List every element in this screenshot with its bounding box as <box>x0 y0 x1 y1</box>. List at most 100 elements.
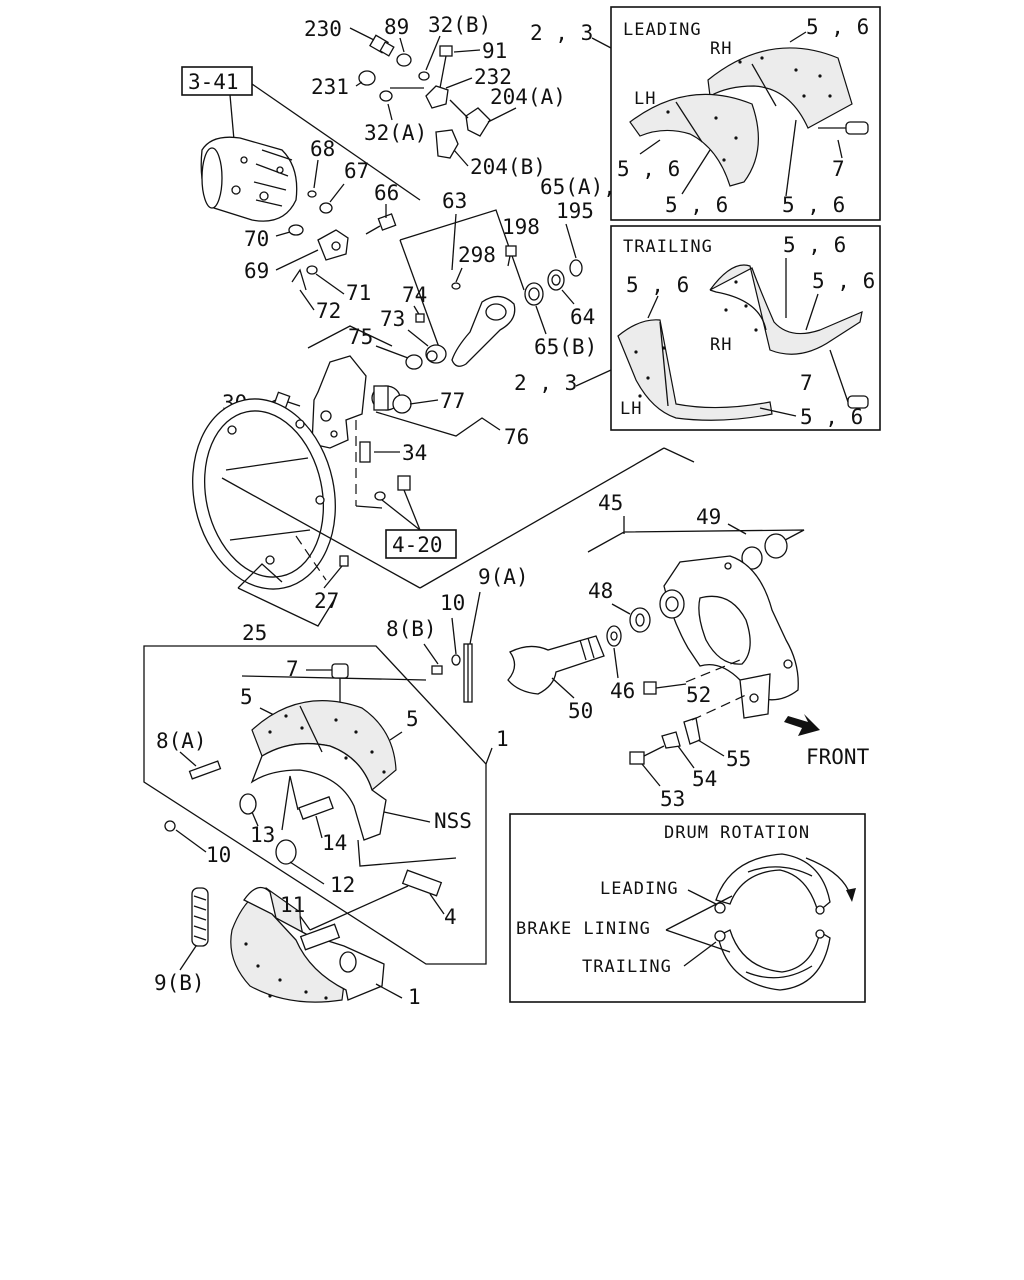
callout-52: 52 <box>686 683 711 707</box>
drum-rotation-panel: DRUM ROTATION LEADING BRAKE LINING TRAIL… <box>509 813 866 1003</box>
leading-shoes-panel: LEADING RH LH 5 , 6 5 , 6 5 , 6 5 , 6 7 <box>610 6 881 221</box>
drum-rotation-leading: LEADING <box>600 879 679 899</box>
callout-9a: 9(A) <box>478 565 529 589</box>
callout-231: 231 <box>311 75 349 99</box>
roller-12 <box>275 839 297 865</box>
bushing-49 <box>741 533 788 570</box>
camshaft-50 <box>507 635 605 695</box>
washer-65b <box>524 282 544 306</box>
callout-65a: 65(A), <box>540 175 616 199</box>
bracket-232 <box>425 85 449 109</box>
pin-4 <box>401 869 443 897</box>
fitting-34 <box>359 441 371 463</box>
callout-55: 55 <box>726 747 751 771</box>
callout-89: 89 <box>384 15 409 39</box>
callout-68: 68 <box>310 137 335 161</box>
slack-adjuster-arm <box>451 295 516 367</box>
callout-46: 46 <box>610 679 635 703</box>
leading-lh-lining <box>629 93 759 187</box>
spring-9a <box>463 643 473 703</box>
bolt-66 <box>365 213 397 235</box>
callout-65b: 65(B) <box>534 335 597 359</box>
ref-3-41-label: 3-41 <box>188 70 239 94</box>
clip-27 <box>339 555 349 567</box>
callout-4: 4 <box>444 905 457 929</box>
fitting-198 <box>505 245 517 267</box>
drum-rotation-trailing: TRAILING <box>582 957 672 977</box>
callout-204b: 204(B) <box>470 155 546 179</box>
callout-10-upper: 10 <box>440 591 465 615</box>
arrow-front <box>784 714 820 736</box>
trailing-callout-right: 5 , 6 <box>812 269 875 293</box>
callout-12: 12 <box>330 873 355 897</box>
bolt-4-20 <box>374 475 411 501</box>
clip-10-upper <box>451 654 461 666</box>
callout-67: 67 <box>344 159 369 183</box>
nut-231 <box>358 70 376 86</box>
elbow-204a <box>465 107 491 137</box>
trailing-rh-lining <box>709 264 863 355</box>
trailing-callout-bottom: 5 , 6 <box>800 405 863 429</box>
callout-53: 53 <box>660 787 685 811</box>
callout-10-lower: 10 <box>206 843 231 867</box>
callout-298: 298 <box>458 243 496 267</box>
bracket-69 <box>317 229 349 261</box>
nipple-298 <box>451 282 461 290</box>
leading-rh-label: RH <box>710 39 732 59</box>
callout-71: 71 <box>346 281 371 305</box>
callout-76: 76 <box>504 425 529 449</box>
callout-49: 49 <box>696 505 721 529</box>
rotation-arrow-icon <box>846 888 856 902</box>
trailing-callout-top: 5 , 6 <box>783 233 846 257</box>
washer-64 <box>547 269 565 291</box>
trailing-callout-7: 7 <box>800 371 813 395</box>
pin-8b <box>431 665 443 675</box>
callout-14: 14 <box>322 831 347 855</box>
trailing-panel-title: TRAILING <box>623 237 713 257</box>
clip-68 <box>307 190 317 198</box>
callout-34: 34 <box>402 441 427 465</box>
front-label: FRONT <box>806 745 870 769</box>
callout-50: 50 <box>568 699 593 723</box>
callout-198: 198 <box>502 215 540 239</box>
washer-32a <box>379 90 393 102</box>
callout-69: 69 <box>244 259 269 283</box>
callout-204a: 204(A) <box>490 85 566 109</box>
pin-72 <box>291 268 307 291</box>
callout-32b: 32(B) <box>428 13 491 37</box>
trailing-lh-lining <box>617 319 773 421</box>
washer-32b <box>418 71 430 81</box>
ref-box-4-20[interactable] <box>385 529 457 559</box>
callout-75: 75 <box>348 325 373 349</box>
leading-callout-rh: 5 , 6 <box>806 15 869 39</box>
spring-9b <box>191 887 209 947</box>
callout-70: 70 <box>244 227 269 251</box>
callout-72: 72 <box>316 299 341 323</box>
callout-48: 48 <box>588 579 613 603</box>
plate-55 <box>683 717 701 745</box>
callout-195: 195 <box>556 199 594 223</box>
camshaft-bracket <box>311 355 401 449</box>
drum-rotation-lining: BRAKE LINING <box>516 919 651 939</box>
leading-panel-title: LEADING <box>623 20 702 40</box>
callout-77: 77 <box>440 389 465 413</box>
brake-chamber <box>200 136 298 222</box>
callout-45: 45 <box>598 491 623 515</box>
trailing-callout-left: 5 , 6 <box>626 273 689 297</box>
callout-NSS: NSS <box>434 809 472 833</box>
callout-5-left: 5 <box>240 685 253 709</box>
trailing-shoes-panel: TRAILING RH LH 5 , 6 5 , 6 5 , 6 5 , 6 7 <box>610 225 881 431</box>
clip-10-lower <box>164 820 176 832</box>
callout-73: 73 <box>380 307 405 331</box>
callout-2-3-top: 2 , 3 <box>530 21 593 45</box>
callout-7-shoe: 7 <box>286 657 299 681</box>
callout-27: 27 <box>314 589 339 613</box>
ref-box-3-41[interactable] <box>181 66 253 96</box>
callout-63: 63 <box>442 189 467 213</box>
lower-shoe-with-lining <box>230 886 385 1003</box>
pin-14 <box>298 796 334 820</box>
trailing-rh-label: RH <box>710 335 732 355</box>
bushing-48 <box>629 607 651 633</box>
callout-25: 25 <box>242 621 267 645</box>
